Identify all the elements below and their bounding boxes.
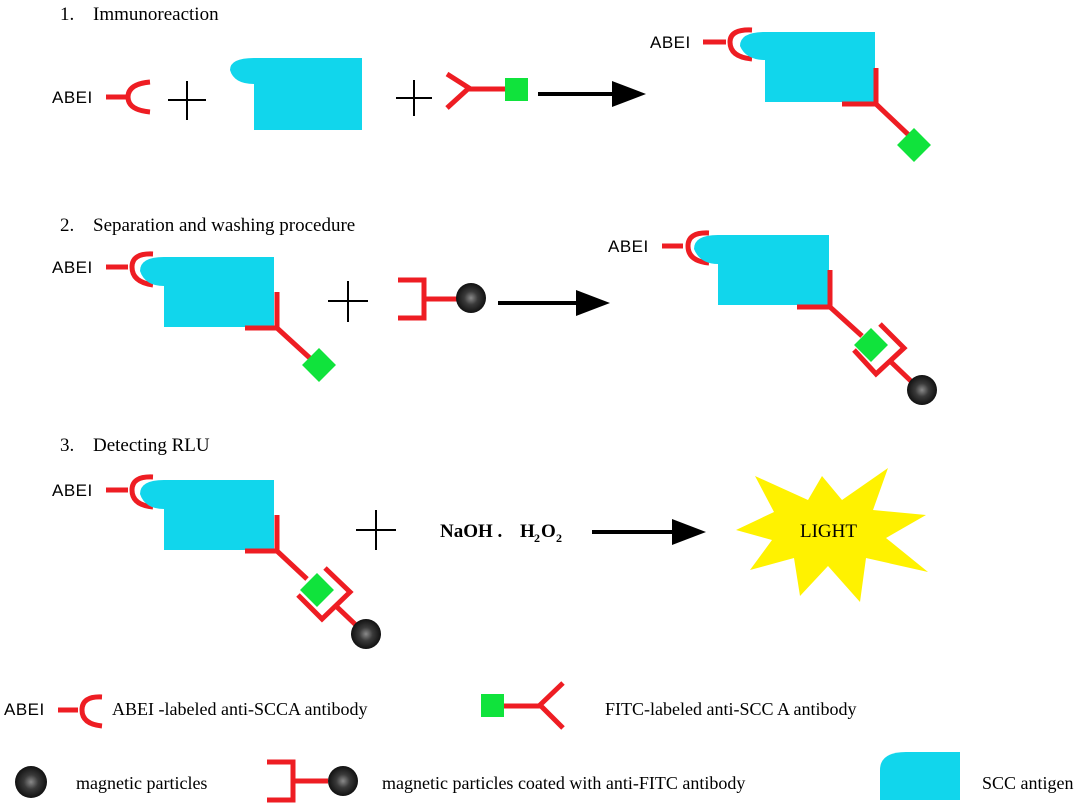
immunocomplex-1: ABEI bbox=[650, 27, 931, 162]
magnetic-particle bbox=[15, 766, 47, 798]
reagent-naoh: NaOH . bbox=[440, 521, 502, 542]
legend-item-fitc-antibody: FITC-labeled anti-SCC A antibody bbox=[481, 681, 856, 730]
legend-label-scc-antigen: SCC antigen bbox=[982, 773, 1074, 793]
magnetic-particle bbox=[907, 375, 937, 405]
reagent-sub-2: 2 bbox=[534, 531, 540, 545]
step-3-title: Detecting RLU bbox=[93, 435, 210, 456]
reaction-arrow bbox=[592, 519, 706, 545]
abei-antibody-1: ABEI bbox=[52, 79, 151, 115]
immunocomplex-2-left: ABEI bbox=[52, 251, 336, 382]
plus-sign bbox=[328, 281, 368, 322]
abei-label: ABEI bbox=[52, 481, 93, 500]
step-1-title: Immunoreaction bbox=[93, 4, 219, 25]
legend-label-magnetic-particles: magnetic particles bbox=[76, 773, 207, 793]
abei-label: ABEI bbox=[650, 33, 691, 52]
legend-item-coated-particles: magnetic particles coated with anti-FITC… bbox=[267, 759, 745, 803]
step-3-number: 3. bbox=[60, 435, 74, 456]
legend-label-abei-antibody: ABEI -labeled anti-SCCA antibody bbox=[112, 699, 367, 719]
abei-label: ABEI bbox=[52, 88, 93, 107]
fitc-square bbox=[302, 348, 336, 382]
legend-label-coated-particles: magnetic particles coated with anti-FITC… bbox=[382, 773, 745, 793]
abei-label: ABEI bbox=[4, 700, 45, 719]
legend: ABEI ABEI -labeled anti-SCCA antibody FI… bbox=[4, 681, 1074, 803]
legend-item-abei-antibody: ABEI ABEI -labeled anti-SCCA antibody bbox=[4, 694, 367, 729]
step-2: 2. Separation and washing procedure ABEI bbox=[52, 215, 937, 405]
reagent-sub-2: 2 bbox=[556, 531, 562, 545]
scc-antigen bbox=[230, 58, 362, 130]
magnetic-particle bbox=[351, 619, 381, 649]
reaction-arrow bbox=[498, 290, 610, 316]
reagent-o: O bbox=[541, 521, 556, 542]
legend-label-fitc-antibody: FITC-labeled anti-SCC A antibody bbox=[605, 699, 856, 719]
scc-antigen bbox=[694, 235, 829, 305]
magnetic-particle bbox=[328, 766, 358, 796]
scc-antigen bbox=[740, 32, 875, 102]
light-label: LIGHT bbox=[800, 521, 857, 542]
antibody-fork bbox=[445, 71, 474, 110]
legend-item-magnetic-particles: magnetic particles bbox=[15, 766, 207, 798]
fitc-square bbox=[300, 573, 334, 607]
fitc-square bbox=[505, 78, 528, 101]
fitc-square bbox=[854, 328, 888, 362]
reagents-text: NaOH . H 2 O 2 bbox=[440, 521, 562, 545]
plus-sign bbox=[168, 81, 206, 120]
step-1: 1. Immunoreaction ABEI bbox=[52, 4, 931, 162]
light-burst: LIGHT bbox=[736, 468, 928, 602]
fitc-square bbox=[897, 128, 931, 162]
starburst-shape bbox=[736, 468, 928, 602]
step-1-number: 1. bbox=[60, 4, 74, 25]
immunocomplex-2-right: ABEI bbox=[608, 230, 937, 405]
legend-item-scc-antigen: SCC antigen bbox=[880, 752, 1074, 800]
immunocomplex-3: ABEI bbox=[52, 474, 381, 649]
step-2-number: 2. bbox=[60, 215, 74, 236]
reagent-h: H bbox=[520, 521, 535, 542]
plus-sign bbox=[356, 510, 396, 550]
abei-label: ABEI bbox=[608, 237, 649, 256]
fitc-square bbox=[481, 694, 504, 717]
fitc-antibody bbox=[445, 71, 528, 110]
scc-antigen bbox=[880, 752, 960, 800]
scc-antigen bbox=[140, 480, 274, 550]
reaction-arrow bbox=[538, 81, 646, 107]
magnetic-particle bbox=[456, 283, 486, 313]
abei-label: ABEI bbox=[52, 258, 93, 277]
step-2-title: Separation and washing procedure bbox=[93, 215, 355, 236]
coated-magnetic-particle bbox=[398, 277, 486, 321]
scc-antigen bbox=[140, 257, 274, 327]
abei-antibody-arc bbox=[125, 79, 151, 115]
plus-sign bbox=[396, 80, 432, 116]
step-3: 3. Detecting RLU ABEI NaOH . H 2 O 2 bbox=[52, 435, 928, 649]
